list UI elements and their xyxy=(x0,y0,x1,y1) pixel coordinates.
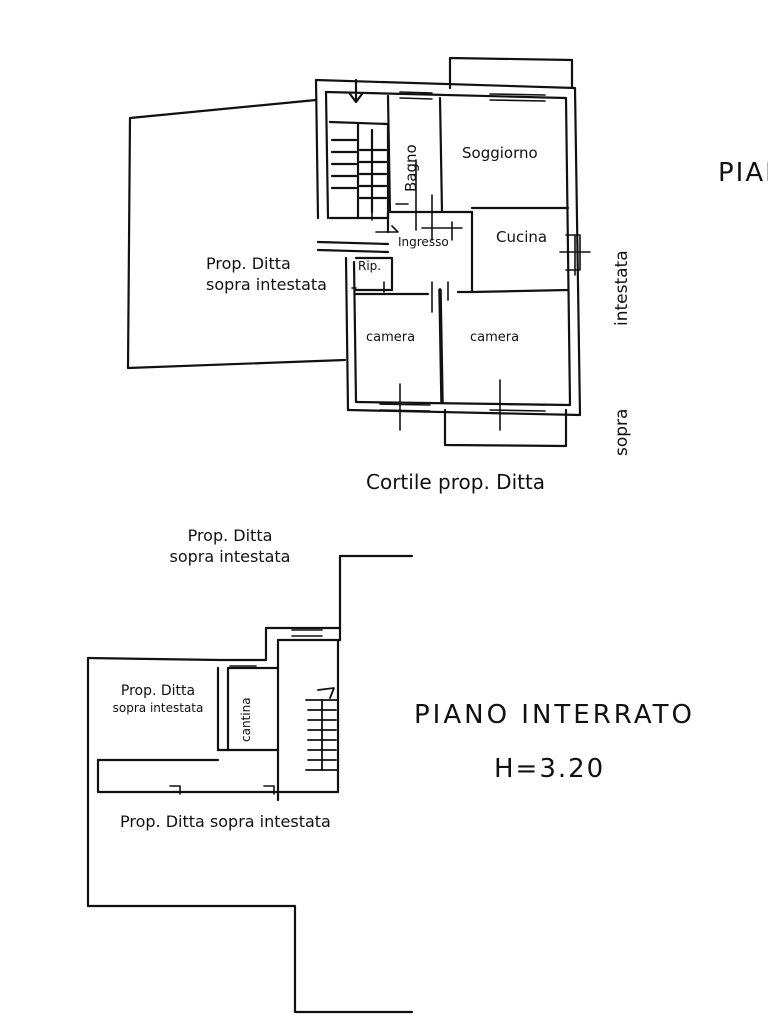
neighbor-label-basement-top: Prop. Ditta sopra intestata xyxy=(150,526,310,566)
neighbor-label-basement-bottom: Prop. Ditta sopra intestata xyxy=(120,812,331,831)
basement-title: PIANO INTERRATO xyxy=(414,700,695,730)
neighbor-label-basement-inner-line1: Prop. Ditta xyxy=(120,683,196,699)
room-label-cantina: cantina xyxy=(239,697,253,742)
room-label-ingresso: Ingresso xyxy=(398,235,449,249)
room-label-bagno: Bagno xyxy=(402,144,420,192)
basement-outline xyxy=(86,554,414,1014)
room-label-camera-left: camera xyxy=(366,330,416,345)
courtyard-label: Cortile prop. Ditta xyxy=(366,470,546,494)
balcony-top xyxy=(448,56,574,90)
neighbor-label-basement-inner-line2: sopra intestata xyxy=(112,700,204,715)
neighbor-label-upper: Prop. Ditta sopra intestata xyxy=(206,254,327,294)
staircase-upper xyxy=(328,78,390,220)
upper-floor-title-fragment: PIAI xyxy=(718,158,768,188)
interior-walls xyxy=(316,94,570,404)
balcony-bottom xyxy=(443,408,568,448)
basement-height: H=3.20 xyxy=(494,754,606,784)
side-label-intestata: intestata xyxy=(612,250,632,326)
room-label-camera-right: camera xyxy=(470,330,520,345)
room-label-cucina: Cucina xyxy=(496,228,548,246)
neighbor-label-basement-top-line2: sopra intestata xyxy=(169,546,291,566)
neighbor-label-basement-top-line1: Prop. Ditta xyxy=(187,526,273,545)
windows-upper xyxy=(379,91,591,412)
staircase-basement xyxy=(305,687,339,771)
neighbor-label-upper-line1: Prop. Ditta xyxy=(206,254,291,273)
room-label-soggiorno: Soggiorno xyxy=(462,144,538,162)
neighbor-property-outline xyxy=(126,98,347,370)
door-marks-upper xyxy=(351,159,501,431)
room-label-rip: Rip. xyxy=(358,259,382,273)
side-label-sopra: sopra xyxy=(612,408,632,456)
neighbor-label-upper-line2: sopra intestata xyxy=(206,274,327,294)
windows-basement xyxy=(169,629,323,795)
neighbor-label-basement-inner: Prop. Ditta sopra intestata xyxy=(98,684,218,714)
